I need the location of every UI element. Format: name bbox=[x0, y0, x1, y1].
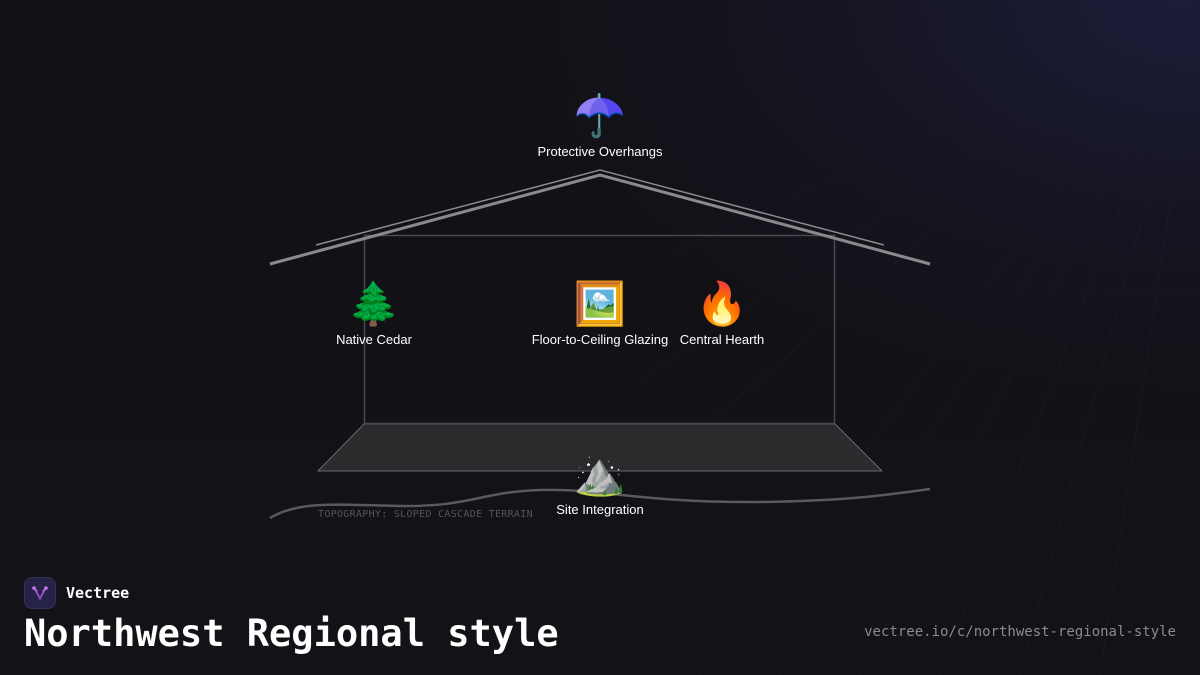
evergreen-tree-icon: 🌲 bbox=[347, 279, 401, 328]
framed-picture-icon: 🖼️ bbox=[573, 279, 627, 328]
umbrella-icon: ☂️ bbox=[573, 91, 627, 140]
node-native-cedar: 🌲 Native Cedar bbox=[284, 279, 464, 348]
roof-inner-line bbox=[315, 169, 885, 246]
fire-icon: 🔥 bbox=[695, 279, 749, 328]
node-site-integration: ⛰️ Site Integration bbox=[510, 449, 690, 518]
node-label-site-integration: Site Integration bbox=[556, 502, 644, 517]
node-central-hearth: 🔥 Central Hearth bbox=[632, 279, 812, 348]
mountain-icon: ⛰️ bbox=[573, 449, 627, 498]
node-label-native-cedar: Native Cedar bbox=[336, 332, 412, 347]
node-protective-overhangs: ☂️ Protective Overhangs bbox=[510, 91, 690, 160]
roof-outer-line bbox=[269, 173, 931, 266]
vectree-logo-icon bbox=[24, 577, 56, 609]
page-url[interactable]: vectree.io/c/northwest-regional-style bbox=[864, 624, 1176, 640]
terrain-line bbox=[269, 487, 931, 520]
node-label-protective-overhangs: Protective Overhangs bbox=[537, 144, 663, 159]
house-walls bbox=[363, 234, 836, 425]
brand-name: Vectree bbox=[66, 584, 130, 602]
brand: Vectree bbox=[24, 577, 129, 609]
node-label-floor-to-ceiling-glazing: Floor-to-Ceiling Glazing bbox=[531, 332, 669, 347]
terrain-caption: TOPOGRAPHY: SLOPED CASCADE TERRAIN bbox=[318, 509, 533, 520]
page-title: Northwest Regional style bbox=[24, 612, 559, 655]
node-label-central-hearth: Central Hearth bbox=[679, 332, 765, 347]
node-floor-to-ceiling-glazing: 🖼️ Floor-to-Ceiling Glazing bbox=[510, 279, 690, 348]
